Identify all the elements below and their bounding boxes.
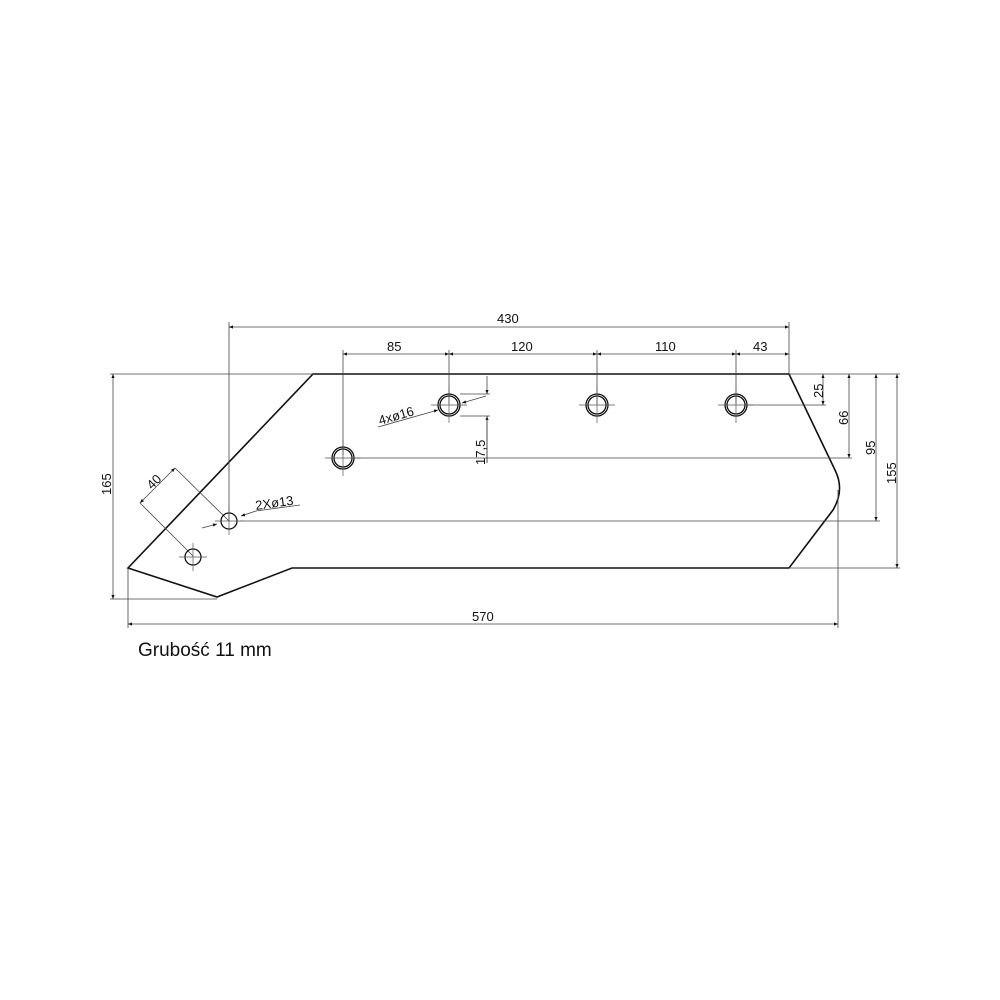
hole-small-2 — [179, 543, 207, 571]
part-outline — [126, 373, 841, 598]
dim-66: 66 — [836, 411, 851, 425]
dim-430: 430 — [497, 311, 519, 326]
hole-large-3 — [579, 387, 615, 423]
extension-lines — [110, 322, 900, 628]
holes — [179, 387, 754, 571]
dim-43: 43 — [753, 339, 767, 354]
dim-155: 155 — [884, 462, 899, 484]
dimension-lines — [111, 325, 899, 626]
dim-85: 85 — [387, 339, 401, 354]
hole-large-1 — [325, 440, 361, 476]
label-2x-o13: 2Xø13 — [254, 493, 294, 513]
dim-25: 25 — [811, 384, 826, 398]
hole-large-4 — [718, 387, 754, 423]
dim-120: 120 — [511, 339, 533, 354]
dim-110: 110 — [655, 339, 676, 354]
label-4x-o16: 4xø16 — [377, 404, 416, 428]
dim-570: 570 — [472, 609, 494, 624]
dim-40: 40 — [144, 471, 165, 492]
thickness-note: Grubość 11 mm — [138, 640, 272, 661]
dim-165: 165 — [99, 473, 114, 495]
dim-95: 95 — [863, 441, 878, 455]
dim-17-5: 17,5 — [473, 440, 488, 465]
hole-small-1 — [215, 507, 243, 535]
hole-large-2 — [431, 387, 467, 423]
